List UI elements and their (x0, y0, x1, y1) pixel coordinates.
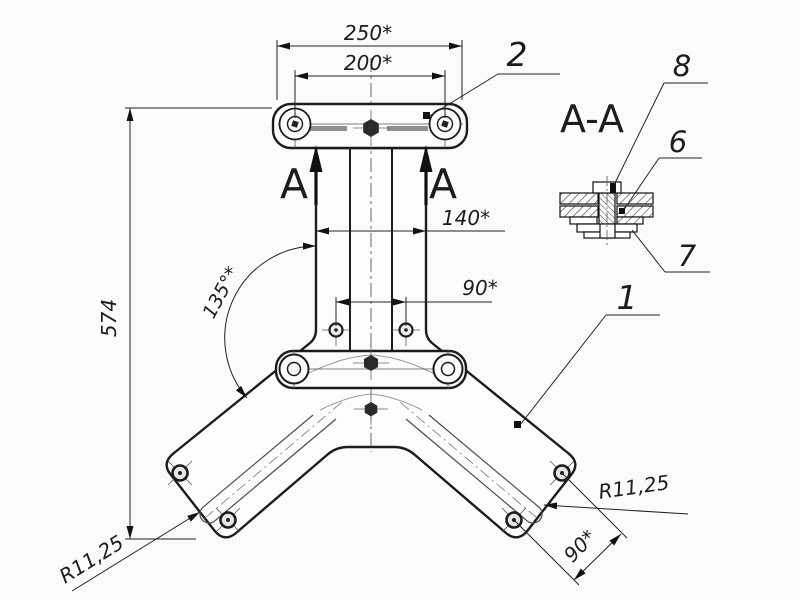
callout-nut: 7 (678, 239, 697, 273)
stem-inner-edges (349, 148, 393, 352)
dim-overall-height: 574 (97, 299, 121, 337)
leg-axis-lines (204, 401, 538, 519)
section-plate-left-lower (559, 205, 599, 218)
section-washer-right (616, 216, 644, 225)
section-arrow-left (309, 145, 323, 172)
section-washer-left (569, 216, 598, 225)
callout-frame: 1 (617, 278, 638, 317)
section-view-title: A-A (560, 97, 624, 141)
callout-plate: 6 (669, 125, 687, 159)
section-view: A-A 8 6 7 (559, 49, 710, 273)
section-letter-right: A (429, 160, 457, 208)
dim-hole-span: 200* (344, 51, 392, 75)
section-plate-right-upper (616, 192, 654, 205)
top-plate-slot-right (387, 126, 428, 131)
section-plate-left-upper (559, 192, 599, 205)
top-center-bolt (353, 110, 389, 146)
callout-top-plate: 2 (507, 35, 528, 74)
middle-bolts (353, 347, 389, 425)
callouts-main: 2 1 (423, 35, 660, 428)
dim-outer-width: 250* (344, 21, 392, 45)
section-arrow-right (419, 145, 433, 172)
section-bolt-end (599, 223, 616, 239)
callout-bolt: 8 (673, 49, 691, 83)
leg-slots (199, 414, 543, 524)
right-leg-slot (405, 414, 543, 524)
top-plate (271, 102, 469, 150)
dimensions (71, 40, 689, 592)
dim-stem-width: 140* (442, 206, 490, 230)
dim-stem-hole-span: 90* (462, 276, 497, 300)
section-cut-marks: A A (280, 145, 457, 208)
top-plate-slot-left (308, 126, 347, 131)
section-letter-left: A (280, 160, 308, 208)
left-leg-slot (199, 414, 337, 524)
